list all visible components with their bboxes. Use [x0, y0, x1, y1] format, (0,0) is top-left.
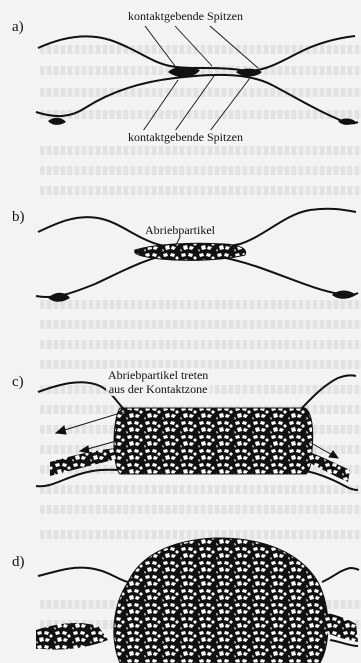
annotation-kontaktgebende-spitzen-top: kontaktgebende Spitzen — [126, 9, 245, 23]
annotation-abriebpartikel-treten: Abriebpartikel treten aus der Kontaktzon… — [106, 368, 210, 396]
debris-body-c — [114, 408, 313, 474]
debris-flank-d-left — [36, 623, 108, 650]
annotation-abriebpartikel: Abriebpartikel — [143, 223, 217, 237]
annotation-leaders-a — [143, 26, 258, 131]
debris-layer-b — [135, 243, 246, 260]
panel-label-a: a) — [12, 20, 24, 35]
annotation-line-2: aus der Kontaktzone — [108, 382, 208, 396]
upper-surface-a — [38, 36, 355, 71]
panel-a — [36, 26, 358, 131]
panel-d — [36, 538, 359, 663]
debris-mass-d — [114, 538, 328, 663]
panel-label-b: b) — [12, 210, 25, 225]
annotation-line-1: Abriebpartikel treten — [108, 368, 208, 382]
panel-label-c: c) — [12, 375, 24, 390]
flake-a1 — [48, 118, 66, 125]
flake-b2 — [332, 290, 356, 298]
panel-label-d: d) — [12, 555, 25, 570]
annotation-kontaktgebende-spitzen-bottom: kontaktgebende Spitzen — [126, 130, 245, 144]
lower-surface-a — [36, 75, 358, 123]
